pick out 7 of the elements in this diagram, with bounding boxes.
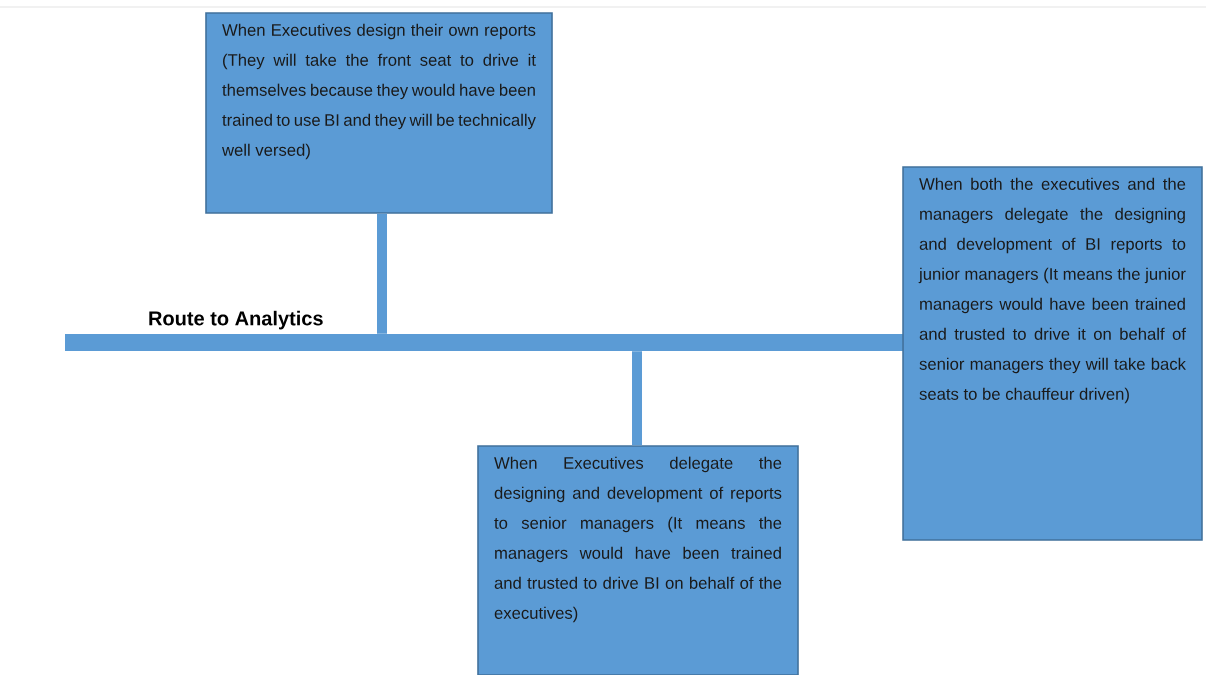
connector-bar bbox=[632, 351, 642, 446]
spine-bar bbox=[65, 333, 903, 352]
text-box: When Executives delegate the designing and development of reports to senior managers (It means the managers would have been trained and trusted to drive BI on behalf of the executives) bbox=[477, 445, 799, 675]
heading: Route to Analytics bbox=[149, 310, 323, 330]
text-box: When Executives design their own reports (They will take the front seat to drive it themselves because they would have been trained to use BI and they will be technically well versed) bbox=[205, 12, 553, 214]
text-box: When both the executives and the managers delegate the designing and development of BI reports to junior managers (It means the junior managers would have been trained and trusted to drive it on behalf of senior managers they will take back seats to be chauffeur driven) bbox=[902, 166, 1203, 541]
connector-bar bbox=[377, 213, 387, 334]
